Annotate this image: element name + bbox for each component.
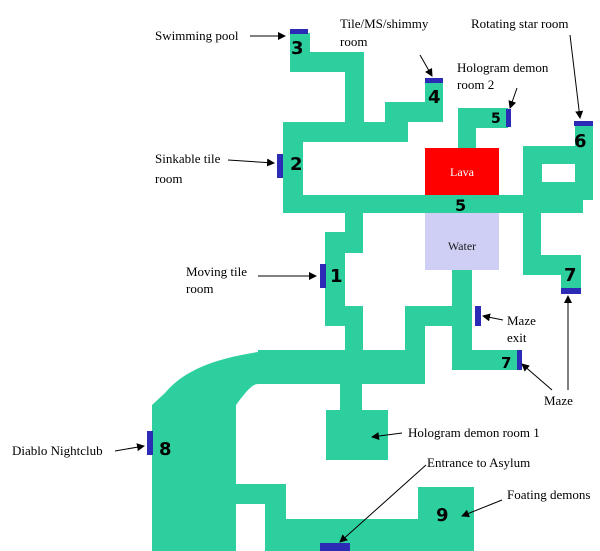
corridor-segment <box>283 122 303 212</box>
corridor-segment <box>340 384 362 414</box>
door-marker <box>290 29 308 34</box>
room-number-4: 4 <box>428 87 441 108</box>
corridor-segment <box>542 182 593 200</box>
corridor-segment <box>452 350 518 370</box>
label-hologram2-line1: Hologram demon <box>457 60 549 75</box>
label-tile-ms-line1: Tile/MS/shimmy <box>340 16 429 31</box>
door-marker <box>517 350 522 370</box>
room-number-1: 1 <box>330 266 343 287</box>
corridor-segment <box>345 306 363 354</box>
corridor-segment <box>405 306 425 384</box>
door-marker <box>475 306 481 326</box>
label-sinkable-line2: room <box>155 171 183 186</box>
corridor-segment <box>325 232 345 324</box>
corridors <box>152 33 593 551</box>
label-maze: Maze <box>544 393 573 408</box>
corridor-segment <box>283 122 388 142</box>
corridor-segment <box>405 102 443 122</box>
arrow-hologram2 <box>508 87 518 109</box>
corridor-segment <box>523 195 541 273</box>
water-zone <box>425 213 499 270</box>
label-floating-demons: Foating demons <box>507 487 591 502</box>
label-hologram1: Hologram demon room 1 <box>408 425 540 440</box>
label-entrance: Entrance to Asylum <box>427 455 531 470</box>
room-number-5-hologram: 5 <box>491 111 501 127</box>
annotation-arrows <box>114 32 584 543</box>
door-marker <box>320 543 350 551</box>
door-marker <box>506 109 511 127</box>
room-number-2: 2 <box>290 154 303 175</box>
arrow-maze-exit <box>482 313 504 322</box>
door-marker <box>320 264 326 288</box>
arrow-hologram1 <box>371 432 403 441</box>
corridor-segment <box>561 255 581 293</box>
room-number-5-corridor: 5 <box>455 196 467 215</box>
arrow-maze-1 <box>521 363 553 391</box>
corridor-segment <box>258 350 406 384</box>
room-number-7-maze: 7 <box>501 354 512 372</box>
label-sinkable-line1: Sinkable tile <box>155 151 221 166</box>
arrow-rotating-star <box>569 34 584 119</box>
label-diablo-nightclub: Diablo Nightclub <box>12 443 103 458</box>
arrow-floating <box>461 499 503 518</box>
label-tile-ms-line2: room <box>340 34 368 49</box>
arrow-sinkable <box>227 158 275 167</box>
door-marker <box>147 431 153 455</box>
corridor-segment <box>523 146 542 206</box>
corridor-segment <box>326 410 388 460</box>
corridor-segment <box>452 270 472 370</box>
doors <box>147 29 593 551</box>
label-maze-exit-line1: Maze <box>507 313 536 328</box>
room-number-7-right: 7 <box>564 265 577 286</box>
label-hologram2-line2: room 2 <box>457 77 495 92</box>
corridor-segment <box>418 487 474 551</box>
room-number-6: 6 <box>574 131 587 152</box>
corridor-segment <box>575 124 593 200</box>
water-label: Water <box>447 239 477 253</box>
corridor-segment <box>458 108 476 150</box>
arrow-tile-ms <box>419 54 433 77</box>
room-number-8: 8 <box>159 439 172 460</box>
door-marker <box>277 154 283 178</box>
door-marker <box>561 288 581 294</box>
arrow-entrance <box>339 464 427 543</box>
label-rotating-star: Rotating star room <box>471 16 569 31</box>
label-maze-exit-line2: exit <box>507 330 527 345</box>
label-swimming-pool: Swimming pool <box>155 28 239 43</box>
label-moving-line1: Moving tile <box>186 264 248 279</box>
lava-zone <box>425 148 499 195</box>
label-moving-line2: room <box>186 281 214 296</box>
arrow-diablo <box>114 443 145 452</box>
corridor-segment <box>385 102 408 142</box>
room-number-9: 9 <box>436 505 449 526</box>
door-marker <box>425 78 443 83</box>
lava-label: Lava <box>450 165 474 179</box>
corridor-segment <box>345 52 364 142</box>
room-number-3: 3 <box>291 38 304 59</box>
corridor-segment <box>152 352 258 551</box>
door-marker <box>574 121 593 126</box>
